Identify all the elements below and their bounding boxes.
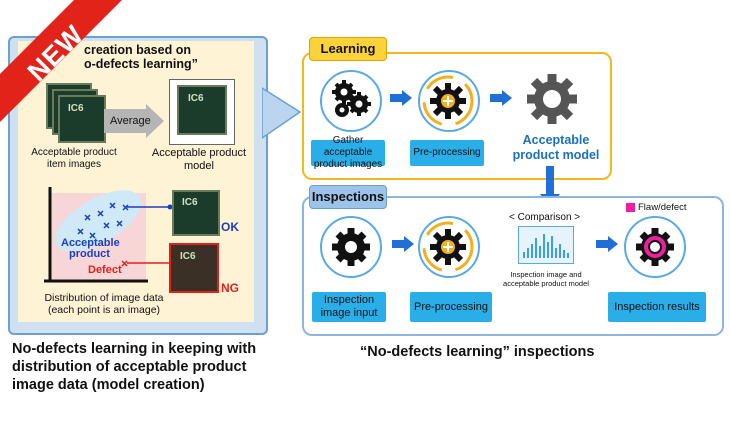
- distribution-label-2: (each point is an image): [47, 304, 161, 316]
- chip-mark: IC6: [188, 93, 204, 104]
- model-label-1: Acceptable product: [151, 147, 247, 159]
- result-line1: Acceptable: [522, 133, 590, 147]
- flaw-legend-label: Flaw/defect: [638, 202, 687, 213]
- model-image: IC6: [177, 85, 227, 135]
- chip-mark: IC6: [68, 103, 84, 114]
- gather-step-line2: product images: [313, 159, 383, 170]
- preprocessing-step: Pre-processing: [410, 140, 484, 166]
- panel-title-line2: o-defects learning”: [84, 57, 198, 71]
- inspections-label: Inspections: [309, 185, 387, 209]
- new-banner: [0, 0, 122, 122]
- chip-mark: IC6: [182, 197, 198, 208]
- distribution-label-1: Distribution of image data: [44, 292, 164, 304]
- left-caption-line2: distribution of acceptable product: [12, 359, 247, 375]
- gears-icon: [332, 80, 371, 117]
- model-label: Acceptable product model: [144, 147, 254, 173]
- comparison-note-line2: acceptable product model: [503, 279, 589, 288]
- comparison-bars-icon: [523, 234, 569, 258]
- cluster-label-2: product: [69, 248, 110, 260]
- ok-label: OK: [221, 220, 239, 234]
- left-caption-line1: No-defects learning in keeping with: [12, 341, 257, 357]
- learning-label: Learning: [309, 37, 387, 61]
- ok-product-image: IC6: [172, 190, 220, 236]
- panel-title-line1: creation based on: [84, 43, 191, 57]
- inspect-preprocessing-step: Pre-processing: [410, 292, 492, 322]
- model-label-2: model: [184, 160, 214, 172]
- acceptable-model-result: Acceptable product model: [508, 133, 604, 163]
- result-gear-icon: [636, 228, 674, 266]
- input-step-line1: Inspection: [323, 294, 375, 306]
- left-caption: No-defects learning in keeping with dist…: [12, 340, 282, 394]
- ng-label: NG: [221, 281, 239, 295]
- defect-label: Defect: [88, 264, 122, 276]
- average-arrow: [104, 104, 164, 138]
- comparison-note: Inspection image and acceptable product …: [498, 270, 594, 288]
- input-gear-icon: [332, 228, 370, 266]
- arrow-right-icon: [490, 90, 512, 106]
- arrow-right-icon: [390, 90, 412, 106]
- result-line2: product model: [512, 148, 600, 162]
- input-step-line2: image input: [320, 307, 378, 319]
- ng-product-image: IC6: [169, 243, 219, 293]
- chip-mark: IC6: [180, 251, 196, 262]
- acceptable-images-label-1: Acceptable product: [31, 147, 117, 158]
- comparison-note-line1: Inspection image and: [510, 270, 582, 279]
- distribution-plot: [44, 187, 173, 283]
- gather-step-line1: Gather acceptable: [323, 135, 373, 158]
- average-label: Average: [110, 115, 151, 127]
- model-gear-icon: [527, 74, 577, 124]
- right-caption: “No-defects learning” inspections: [360, 344, 595, 360]
- acceptable-points: [77, 202, 129, 239]
- acceptable-images-label-2: item images: [47, 159, 101, 170]
- cluster-label: Acceptable product: [61, 238, 120, 260]
- flaw-legend-swatch: [626, 203, 635, 212]
- inspection-results-step: Inspection results: [608, 292, 706, 322]
- comparison-label: < Comparison >: [509, 212, 581, 223]
- acceptable-cluster: [55, 190, 141, 252]
- cluster-label-1: Acceptable: [61, 237, 120, 249]
- acceptable-images-label: Acceptable product item images: [24, 147, 124, 171]
- preprocess-gear-icon: [422, 75, 474, 127]
- panel-connector-arrow: [262, 87, 302, 139]
- distribution-label: Distribution of image data (each point i…: [34, 292, 174, 316]
- left-caption-line3: image data (model creation): [12, 377, 205, 393]
- inspect-preprocess-gear-icon: [422, 221, 474, 273]
- flaw-marker: [644, 236, 666, 258]
- defect-point: [121, 260, 128, 267]
- arrow-right-icon: [392, 236, 414, 252]
- arrow-right-icon: [596, 236, 618, 252]
